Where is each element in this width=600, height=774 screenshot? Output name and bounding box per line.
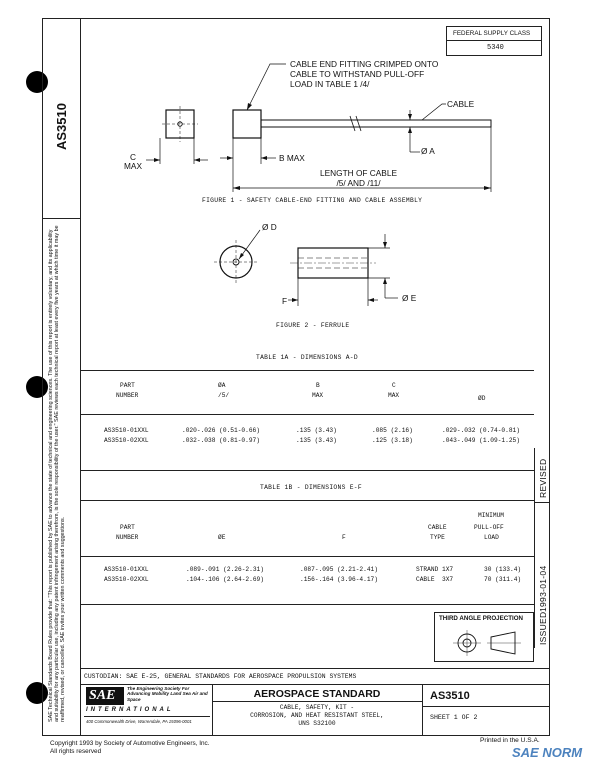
table1a-header-part-2: NUMBER — [116, 392, 139, 399]
table1b-row2-load: 70 (311.4) — [484, 576, 522, 583]
table1a-header-a-2: /5/ — [218, 392, 230, 399]
sae-logo: SAE — [86, 687, 124, 705]
table1a-row1-b: .135 (3.43) — [296, 427, 337, 434]
table1b-row1-e: .089-.091 (2.26-2.31) — [186, 566, 264, 573]
dim-a-label: Ø A — [421, 146, 435, 156]
sae-logo-text: SAE — [89, 688, 116, 703]
table1a-header-c-2: MAX — [388, 392, 400, 399]
fitting-side-view — [232, 109, 262, 139]
table1a-header-b-1: B — [316, 382, 320, 389]
sae-international: INTERNATIONAL — [86, 707, 174, 713]
sae-norm-watermark: SAE NORM — [512, 745, 583, 760]
table1b-header-load-3: LOAD — [484, 534, 499, 541]
title-block-top-rule — [80, 684, 550, 685]
doc-id-divider — [42, 218, 80, 219]
standard-title-rule — [212, 701, 422, 702]
cable — [260, 119, 492, 128]
federal-supply-class-box: FEDERAL SUPPLY CLASS 5340 — [446, 26, 542, 56]
revision-strip-divider — [534, 448, 535, 648]
table1b-header-type-1: CABLE — [428, 524, 447, 531]
figure2-caption: FIGURE 2 - FERRULE — [276, 322, 350, 329]
table1a-row2-c: .125 (3.18) — [372, 437, 413, 444]
title-block-divider-2 — [422, 684, 423, 736]
fitting-callout: CABLE END FITTING CRIMPED ONTO CABLE TO … — [290, 59, 439, 89]
table1b-header-part-1: PART — [120, 524, 135, 531]
side-notice-container: SAE Technical Standards Board Rules prov… — [44, 225, 74, 732]
table1a-top-rule — [80, 370, 534, 371]
cable-callout: CABLE — [447, 99, 475, 109]
printed-in: Printed in the U.S.A. — [480, 737, 540, 744]
title-block-doc-number: AS3510 — [430, 690, 470, 702]
table1a-bottom-rule — [80, 470, 534, 471]
dim-f-label: F — [282, 296, 288, 306]
table1a-header-c-1: C — [392, 382, 396, 389]
revised-label: REVISED — [538, 458, 548, 498]
dim-c-label: C MAX — [124, 152, 142, 171]
figure1-caption: FIGURE 1 - SAFETY CABLE-END FITTING AND … — [202, 197, 423, 204]
sae-notice-text: SAE Technical Standards Board Rules prov… — [48, 225, 67, 722]
table1b-row2-type: CABLE 3X7 — [416, 576, 454, 583]
table1b-header-type-2: TYPE — [430, 534, 445, 541]
table1b-row1-type: STRAND 1X7 — [416, 566, 454, 573]
table1a-row1-a: .020-.026 (0.51-0.66) — [182, 427, 260, 434]
projection-symbol — [453, 630, 521, 656]
figure2-drawing — [214, 229, 398, 306]
third-angle-projection-label: THIRD ANGLE PROJECTION — [439, 615, 523, 622]
drawing-sheet — [42, 18, 550, 736]
standard-description: CABLE, SAFETY, KIT - CORROSION, AND HEAT… — [250, 704, 384, 727]
federal-supply-class-value: 5340 — [487, 44, 504, 52]
dim-e-label: Ø E — [402, 293, 417, 303]
left-column-divider — [80, 18, 81, 736]
table1b-bottom-rule — [80, 604, 534, 605]
table1b-row1-f: .087-.095 (2.21-2.41) — [300, 566, 378, 573]
figure1-drawing — [146, 63, 492, 192]
cable-length-label: LENGTH OF CABLE /5/ AND /11/ — [320, 168, 397, 188]
table1b-header-e-1: ØE — [218, 534, 226, 541]
table1b-header-part-2: NUMBER — [116, 534, 139, 541]
table1b-row2-part: AS3510-02XXL — [104, 576, 149, 583]
federal-supply-class-label: FEDERAL SUPPLY CLASS — [453, 30, 531, 37]
third-angle-projection-box: THIRD ANGLE PROJECTION — [434, 612, 534, 662]
table1a-header-a-1: ØA — [218, 382, 226, 389]
table1a-row2-part: AS3510-02XXL — [104, 437, 149, 444]
table1b-header-load-1: MINIMUM — [478, 512, 504, 519]
copyright-text: Copyright 1993 by Society of Automotive … — [50, 740, 210, 755]
custodian-top-rule — [80, 668, 550, 669]
sae-address: 400 Commonwealth Drive, Warrendale, PA 1… — [86, 719, 192, 724]
sae-tagline: The Engineering Society For Advancing Mo… — [127, 686, 208, 702]
table1a-row2-a: .032-.038 (0.81-0.97) — [182, 437, 260, 444]
table1a-row2-d: .043-.049 (1.09-1.25) — [442, 437, 520, 444]
table1b-row2-e: .104-.106 (2.64-2.69) — [186, 576, 264, 583]
table1a-row2-b: .135 (3.43) — [296, 437, 337, 444]
side-doc-id: AS3510 — [54, 103, 69, 150]
sheet-number: SHEET 1 OF 2 — [430, 714, 478, 721]
table1b-row2-f: .156-.164 (3.96-4.17) — [300, 576, 378, 583]
table1b-row1-part: AS3510-01XXL — [104, 566, 149, 573]
table1b-top-rule — [80, 500, 534, 501]
custodian-text: CUSTODIAN: SAE E-25, GENERAL STANDARDS F… — [84, 673, 357, 680]
table1b-header-rule — [80, 556, 534, 557]
table1a-title: TABLE 1A - DIMENSIONS A-D — [256, 354, 358, 361]
revision-strip-separator — [534, 502, 550, 503]
sae-logo-rule — [84, 716, 210, 717]
dim-d-label: Ø D — [262, 222, 277, 232]
table1a-header-d-1: ØD — [478, 395, 486, 402]
fsc-divider — [447, 40, 541, 41]
table1b-header-f-1: F — [342, 534, 346, 541]
table1b-header-load-2: PULL-OFF — [474, 524, 504, 531]
table1a-row1-part: AS3510-01XXL — [104, 427, 149, 434]
table1b-row1-load: 30 (133.4) — [484, 566, 522, 573]
table1a-row1-d: .029-.032 (0.74-0.81) — [442, 427, 520, 434]
table1a-header-rule — [80, 414, 534, 415]
title-block-divider-1 — [212, 684, 213, 736]
table1b-title: TABLE 1B - DIMENSIONS E-F — [260, 484, 362, 491]
table1a-header-b-2: MAX — [312, 392, 324, 399]
issued-label: ISSUED — [538, 611, 548, 645]
sheet-rule — [422, 706, 550, 707]
standard-title: AEROSPACE STANDARD — [253, 688, 381, 700]
issued-date: 1993-01-04 — [538, 565, 548, 612]
dim-b-label: B MAX — [279, 153, 305, 163]
table1a-header-part-1: PART — [120, 382, 135, 389]
table1a-row1-c: .085 (2.16) — [372, 427, 413, 434]
